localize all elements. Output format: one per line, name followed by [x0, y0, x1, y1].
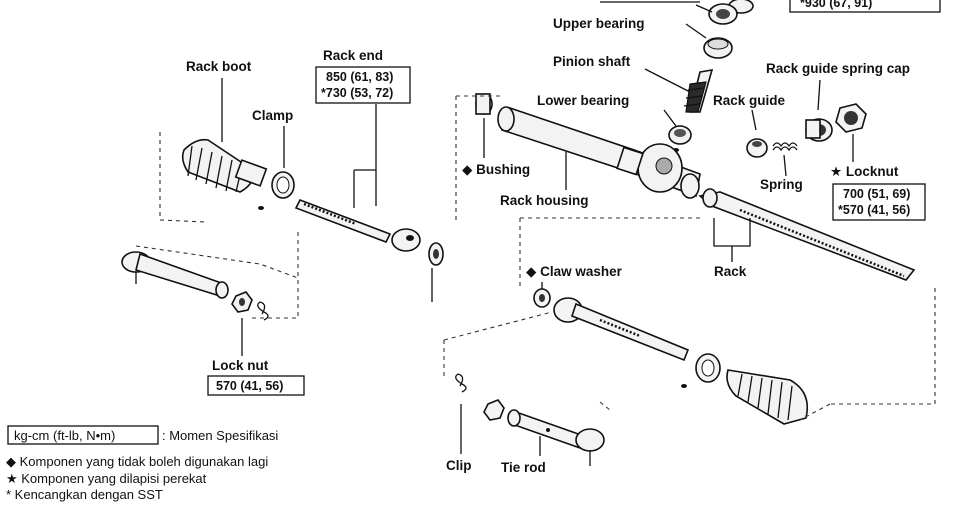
svg-text:570 (41, 56): 570 (41, 56): [216, 379, 283, 393]
lower-bearing: [668, 125, 692, 152]
clip-right: [455, 373, 467, 393]
pinion-shaft: [683, 69, 714, 113]
label-tie-rod: Tie rod: [501, 460, 546, 475]
svg-text:*730 (53, 72): *730 (53, 72): [321, 86, 393, 100]
rack-housing: [497, 106, 701, 199]
clamp-left: [271, 171, 295, 199]
label-upper-bearing: Upper bearing: [553, 16, 645, 31]
label-spring: Spring: [760, 177, 803, 192]
bushing: [475, 93, 493, 115]
label-claw-washer: ◆ Claw washer: [526, 264, 623, 279]
rack-end-torque-box: 850 (61, 83) *730 (53, 72): [315, 66, 411, 104]
legend-unit-description: : Momen Spesifikasi: [162, 428, 278, 443]
top-torque-box: *930 (67, 91): [789, 0, 941, 13]
rack-guide-spring-cap: [805, 118, 833, 142]
tie-rod-end-right: [507, 409, 605, 466]
rack: [698, 188, 916, 281]
label-clamp: Clamp: [252, 108, 293, 123]
lock-nut-torque-box: 570 (41, 56): [207, 375, 305, 396]
claw-washer-left: [428, 242, 444, 266]
label-rack-guide: Rack guide: [713, 93, 786, 108]
label-rack-guide-spring-cap: Rack guide spring cap: [766, 61, 910, 76]
upper-bearing-parts: [703, 0, 754, 59]
rack-boot-right: [726, 369, 809, 425]
spring: [772, 142, 798, 152]
rack-boot-left: [181, 138, 268, 193]
locknut-right-torque-box: 700 (51, 69) *570 (41, 56): [832, 183, 926, 221]
clip-left: [257, 301, 269, 321]
label-rack-boot: Rack boot: [186, 59, 252, 74]
label-rack: Rack: [714, 264, 747, 279]
locknut-right: [835, 103, 867, 133]
lock-nut-left: [231, 291, 253, 313]
svg-text:850 (61, 83): 850 (61, 83): [326, 70, 393, 84]
legend-unit-text: kg-cm (ft-lb, N•m): [14, 428, 115, 443]
clamp-right: [695, 353, 721, 383]
legend-item-sst: * Kencangkan dengan SST: [6, 487, 163, 502]
label-bushing: ◆ Bushing: [462, 162, 530, 177]
label-locknut-right: ★ Locknut: [830, 164, 899, 179]
legend-item-diamond: ◆ Komponen yang tidak boleh digunakan la…: [6, 454, 268, 469]
legend-unit-box: [7, 425, 159, 445]
top-torque-value: *930 (67, 91): [800, 0, 872, 10]
rack-end-right: [553, 297, 690, 362]
rack-guide: [746, 138, 768, 158]
label-lock-nut: Lock nut: [212, 358, 269, 373]
rack-end: [294, 198, 421, 252]
label-rack-end: Rack end: [323, 48, 383, 63]
tie-rod-end-left: [121, 251, 229, 299]
label-lower-bearing: Lower bearing: [537, 93, 629, 108]
claw-washer-right: [533, 288, 551, 308]
svg-text:*570 (41, 56): *570 (41, 56): [838, 203, 910, 217]
svg-text:700 (51, 69): 700 (51, 69): [843, 187, 910, 201]
legend: kg-cm (ft-lb, N•m) : Momen Spesifikasi ◆…: [6, 425, 278, 502]
label-rack-housing: Rack housing: [500, 193, 589, 208]
label-pinion-shaft: Pinion shaft: [553, 54, 631, 69]
label-clip: Clip: [446, 458, 472, 473]
lock-nut-right-small: [483, 399, 505, 421]
legend-item-star: ★ Komponen yang dilapisi perekat: [6, 471, 207, 486]
small-pin: [258, 206, 264, 210]
